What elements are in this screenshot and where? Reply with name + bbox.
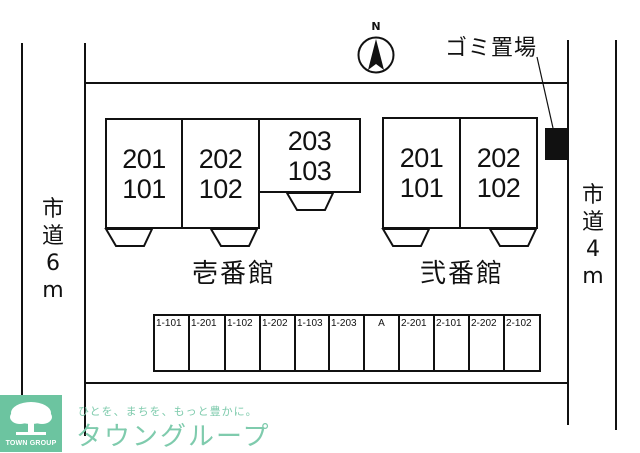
site-south-boundary — [84, 382, 569, 384]
unit-lower-number: 102 — [476, 173, 521, 203]
parking-slot: 1-201 — [190, 316, 226, 370]
east-road-outer-edge — [615, 40, 617, 430]
parking-slot: 1-101 — [155, 316, 190, 370]
road-label-char: 道 — [41, 224, 64, 249]
north-arrow-icon: N — [356, 20, 396, 76]
building-1-unit-203-103: 203 103 — [258, 118, 361, 193]
brand-name: タウングループ — [76, 422, 271, 452]
unit-lower-number: 103 — [287, 156, 332, 186]
parking-slot: 1-203 — [330, 316, 365, 370]
entrance-porch-icon — [488, 228, 538, 247]
parking-slot: 1-102 — [226, 316, 261, 370]
unit-lower-number: 102 — [198, 173, 243, 204]
unit-upper-number: 203 — [287, 126, 332, 156]
building-1-unit-202-102: 202 102 — [181, 118, 260, 229]
east-road-label: 市 道 4 m — [578, 182, 608, 290]
building-2-name: 弐番館 — [420, 259, 505, 289]
parking-slot: 2-202 — [470, 316, 505, 370]
site-east-boundary — [567, 40, 569, 425]
unit-upper-number: 201 — [122, 143, 166, 174]
road-label-char: 6 — [46, 251, 60, 276]
unit-lower-number: 101 — [122, 173, 166, 204]
logo-text: TOWN GROUP — [5, 440, 57, 447]
road-label-char: 4 — [586, 237, 600, 262]
garbage-area-label: ゴミ置場 — [445, 36, 538, 61]
entrance-porch-icon — [104, 228, 154, 247]
unit-lower-number: 101 — [399, 173, 444, 203]
unit-upper-number: 201 — [399, 143, 444, 173]
compass-n-label: N — [371, 20, 381, 33]
unit-upper-number: 202 — [476, 143, 521, 173]
building-1-unit-201-101: 201 101 — [105, 118, 183, 229]
west-road-label: 市 道 6 m — [38, 196, 68, 304]
garbage-area-box — [545, 128, 568, 160]
parking-slot: 2-102 — [506, 318, 532, 329]
road-label-char: 道 — [581, 210, 604, 235]
road-label-char: m — [582, 264, 604, 289]
west-road-outer-edge — [21, 43, 23, 445]
building-2-unit-201-101: 201 101 — [382, 117, 461, 229]
road-label-char: m — [42, 278, 64, 303]
road-label-char: 市 — [581, 183, 604, 208]
parking-slot: 2-101 — [435, 316, 470, 370]
road-label-char: 市 — [41, 197, 64, 222]
parking-slot: 2-201 — [400, 316, 435, 370]
parking-slot: 1-202 — [261, 316, 296, 370]
parking-row: 1-101 1-201 1-102 1-202 1-103 1-203 A 2-… — [153, 314, 541, 372]
building-1-name: 壱番館 — [192, 259, 277, 289]
entrance-porch-icon — [209, 228, 259, 247]
brand-tagline: ひとを、まちを、もっと豊かに。 — [78, 405, 258, 418]
site-west-boundary — [84, 43, 86, 436]
parking-slot: A — [365, 316, 400, 370]
garbage-leader-line — [536, 56, 554, 129]
building-2-unit-202-102: 202 102 — [459, 117, 538, 229]
tree-icon — [10, 402, 52, 435]
entrance-porch-icon — [285, 192, 335, 211]
town-group-logo: TOWN GROUP — [0, 395, 62, 452]
site-north-boundary — [84, 82, 569, 84]
entrance-porch-icon — [381, 228, 431, 247]
parking-slot: 1-103 — [296, 316, 330, 370]
unit-upper-number: 202 — [198, 143, 243, 174]
